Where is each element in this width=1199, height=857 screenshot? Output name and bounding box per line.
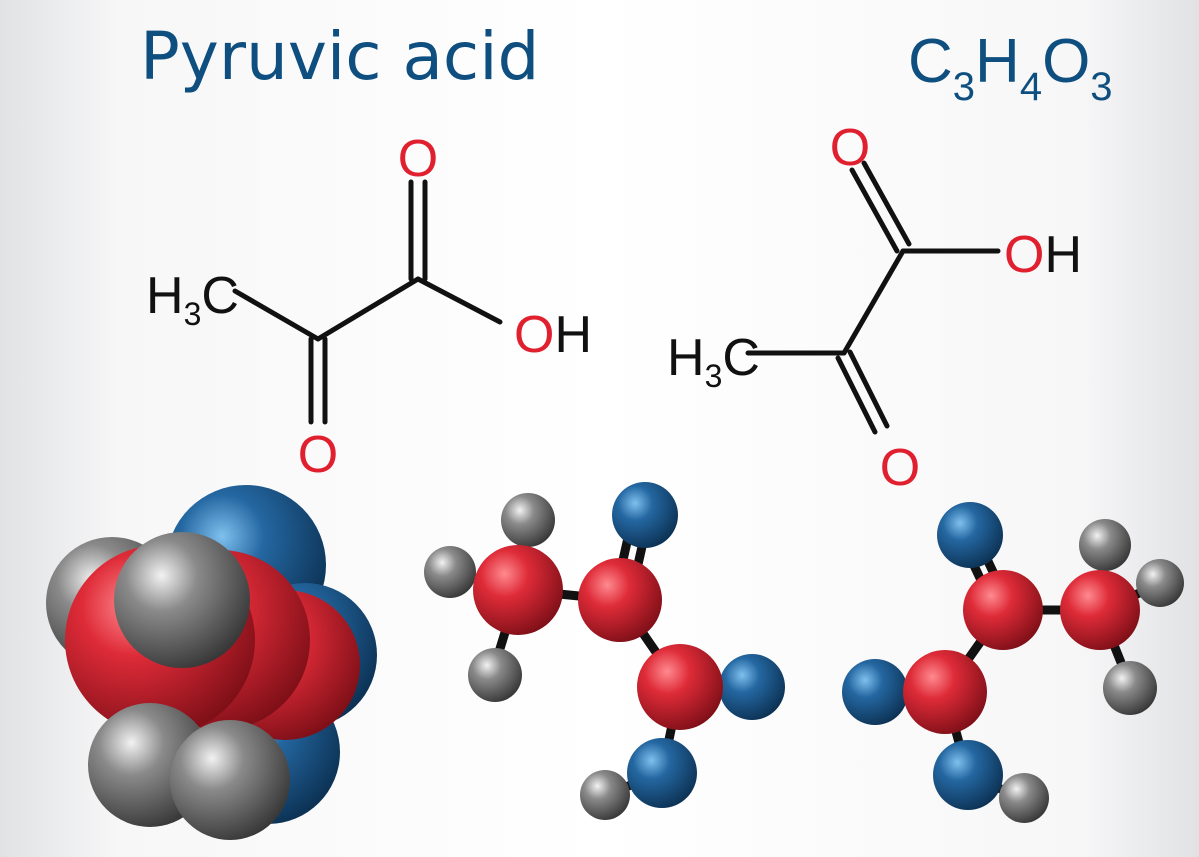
- carbon-atom: [637, 644, 723, 730]
- hydrogen-atom: [1079, 519, 1131, 571]
- space-filling-model: [46, 485, 377, 840]
- oxygen-atom: [937, 502, 1003, 568]
- page-title: Pyruvic acid: [140, 18, 540, 95]
- carbon-atom: [578, 558, 662, 642]
- carbon-atom: [1060, 570, 1140, 650]
- ball-and-stick-model-2: [842, 502, 1184, 823]
- ball-and-stick-model-1: [424, 482, 785, 820]
- double-bond: [847, 349, 890, 429]
- hydrogen-atom: [999, 773, 1049, 823]
- oxygen-label: O: [298, 426, 338, 484]
- formula-subscript: 3: [953, 65, 975, 109]
- methyl-label: H3C: [146, 267, 239, 332]
- double-bond: [849, 167, 900, 254]
- double-bond: [835, 355, 878, 435]
- hydrogen-atom: [580, 770, 630, 820]
- hydrogen-atom: [424, 546, 476, 598]
- hydrogen-atom: [170, 720, 290, 840]
- bond: [315, 276, 421, 342]
- oxygen-atom: [842, 659, 908, 725]
- formula-element: C: [908, 27, 953, 96]
- hydroxyl-label: OH: [514, 306, 592, 364]
- formula-subscript: 3: [1090, 65, 1112, 109]
- bond: [415, 276, 503, 325]
- hydrogen-atom: [468, 648, 522, 702]
- formula-element: H: [975, 27, 1020, 96]
- formula-element: O: [1042, 27, 1090, 96]
- hydrogen-atom: [114, 532, 250, 668]
- carbon-atom: [473, 545, 563, 635]
- hydrogen-atom: [501, 493, 555, 547]
- oxygen-label: O: [398, 130, 438, 188]
- hydrogen-atom: [1136, 559, 1184, 607]
- oxygen-atom: [612, 482, 678, 548]
- oxygen-atom: [719, 654, 785, 720]
- structural-formula-1: [232, 179, 503, 425]
- molecular-formula: C3H4O3: [908, 27, 1113, 109]
- bond: [232, 288, 321, 342]
- oxygen-label: O: [880, 439, 920, 497]
- formula-subscript: 4: [1020, 65, 1042, 109]
- hydroxyl-label: OH: [1004, 226, 1082, 284]
- oxygen-atom: [627, 738, 697, 808]
- hydrogen-atom: [1103, 661, 1157, 715]
- double-bond: [861, 160, 912, 247]
- carbon-atom: [903, 650, 987, 734]
- oxygen-label: O: [830, 119, 870, 177]
- bond: [841, 248, 906, 356]
- structural-formula-2: [745, 160, 1001, 435]
- carbon-atom: [963, 570, 1043, 650]
- methyl-label: H3C: [667, 329, 760, 394]
- oxygen-atom: [933, 740, 1003, 810]
